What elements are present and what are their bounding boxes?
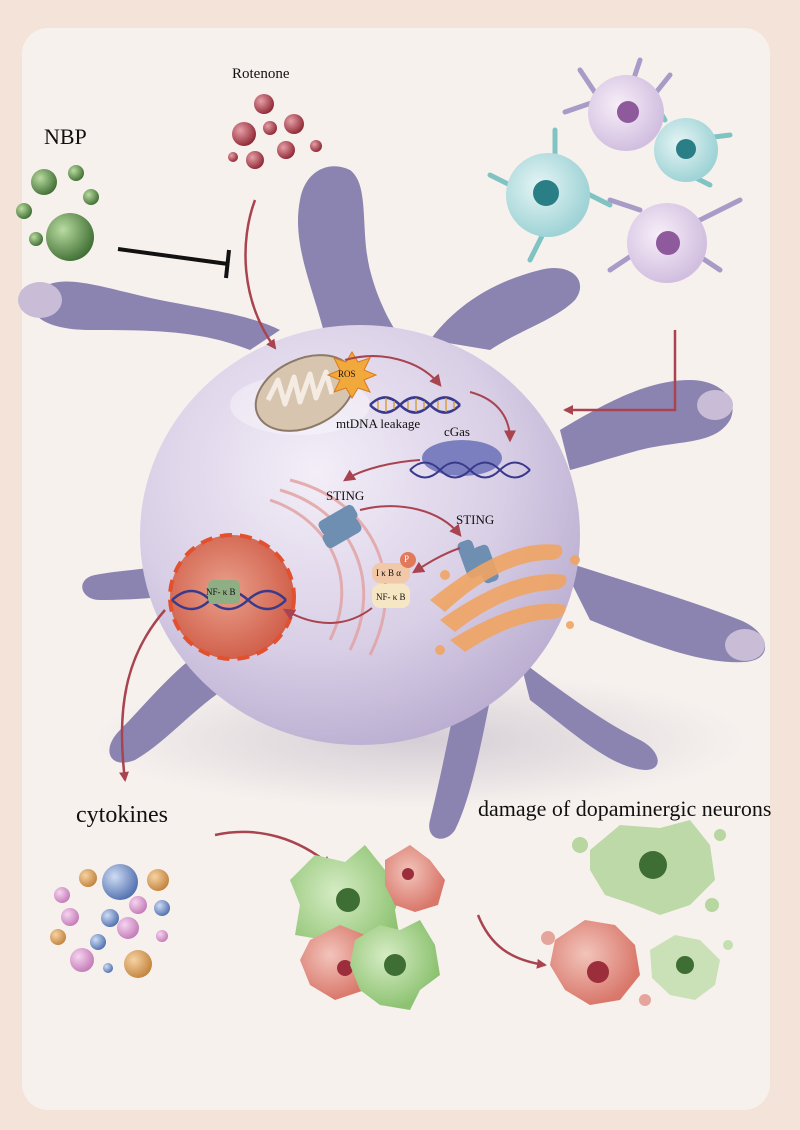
cytokines-label: cytokines xyxy=(76,802,168,828)
ros-burst-icon xyxy=(326,351,378,399)
nbp-particles-icon xyxy=(16,165,99,261)
microglia-activation-arrow xyxy=(563,330,677,415)
microglia-processes xyxy=(32,166,766,839)
damage-label: damage of dopaminergic neurons xyxy=(478,796,772,821)
cytokine-particles-icon xyxy=(50,864,170,978)
rotenone-arrow xyxy=(244,199,277,350)
cgas-protein-icon xyxy=(409,440,531,479)
cgas-label: cGas xyxy=(444,424,470,439)
nbp-label: NBP xyxy=(44,124,87,149)
cytokine-release-arrow xyxy=(119,609,166,782)
nbp-inhibition-line xyxy=(117,247,231,279)
rotenone-label: Rotenone xyxy=(232,66,290,82)
ros-label: ROS xyxy=(338,369,356,379)
neuron-cell-icon xyxy=(290,845,445,1010)
nfkb-cytoplasm-label: NF- κ B xyxy=(376,592,406,602)
phospho-label: P xyxy=(404,554,410,564)
sting-protein-icon xyxy=(318,504,362,549)
ikba-nfkb-complex-icon xyxy=(372,552,416,608)
nucleus-icon xyxy=(168,533,296,661)
sting-golgi-label: STING xyxy=(456,512,495,527)
damaged-neuron-icon xyxy=(541,820,733,1006)
mtdna-leakage-label: mtDNA leakage xyxy=(336,416,421,431)
golgi-apparatus-icon xyxy=(430,544,580,655)
rotenone-particles-icon xyxy=(228,94,322,169)
dna-helix-icon xyxy=(369,396,461,414)
ikba-label: I κ B α xyxy=(376,568,402,578)
activated-microglia-icon xyxy=(487,57,743,283)
nfkb-nucleus-label: NF- κ B xyxy=(206,587,236,597)
neuron-damage-arrow xyxy=(476,914,547,969)
sting-er-label: STING xyxy=(326,488,365,503)
pathway-arrows xyxy=(282,355,516,624)
endoplasmic-reticulum-icon xyxy=(269,478,388,656)
